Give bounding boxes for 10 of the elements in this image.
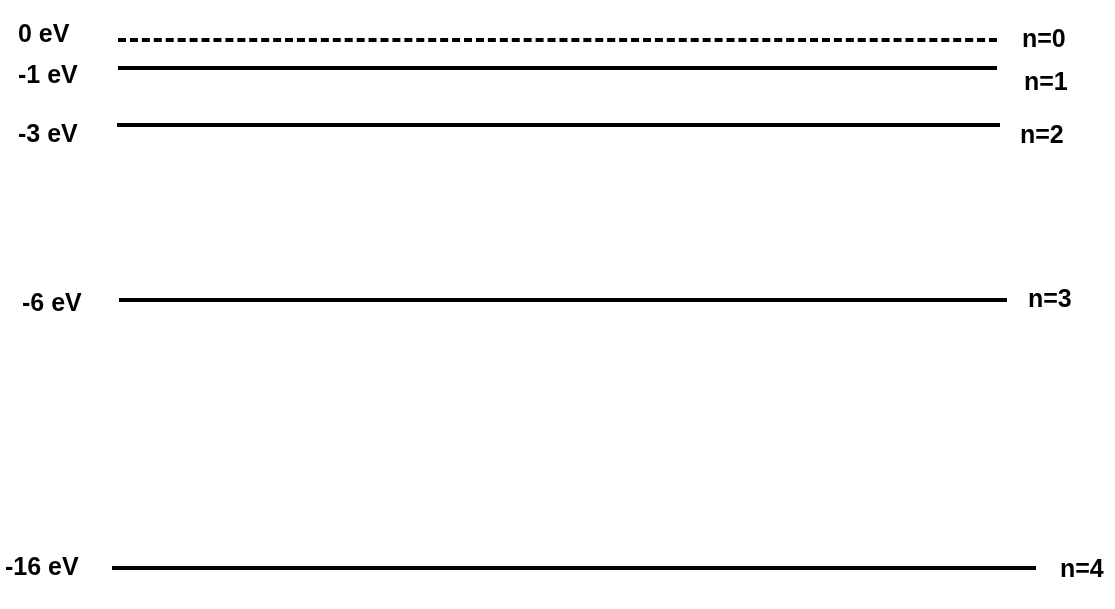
energy-value-label: -6 eV [22,289,82,315]
quantum-number-label: n=0 [1022,25,1066,51]
quantum-number-label: n=2 [1020,121,1064,147]
energy-value-label: -16 eV [5,553,79,579]
energy-value-label: -1 eV [18,61,78,87]
quantum-number-label: n=3 [1028,285,1072,311]
quantum-number-label: n=1 [1024,68,1068,94]
energy-value-label: 0 eV [18,20,70,46]
energy-value-label: -3 eV [18,120,78,146]
quantum-number-label: n=4 [1060,555,1104,581]
